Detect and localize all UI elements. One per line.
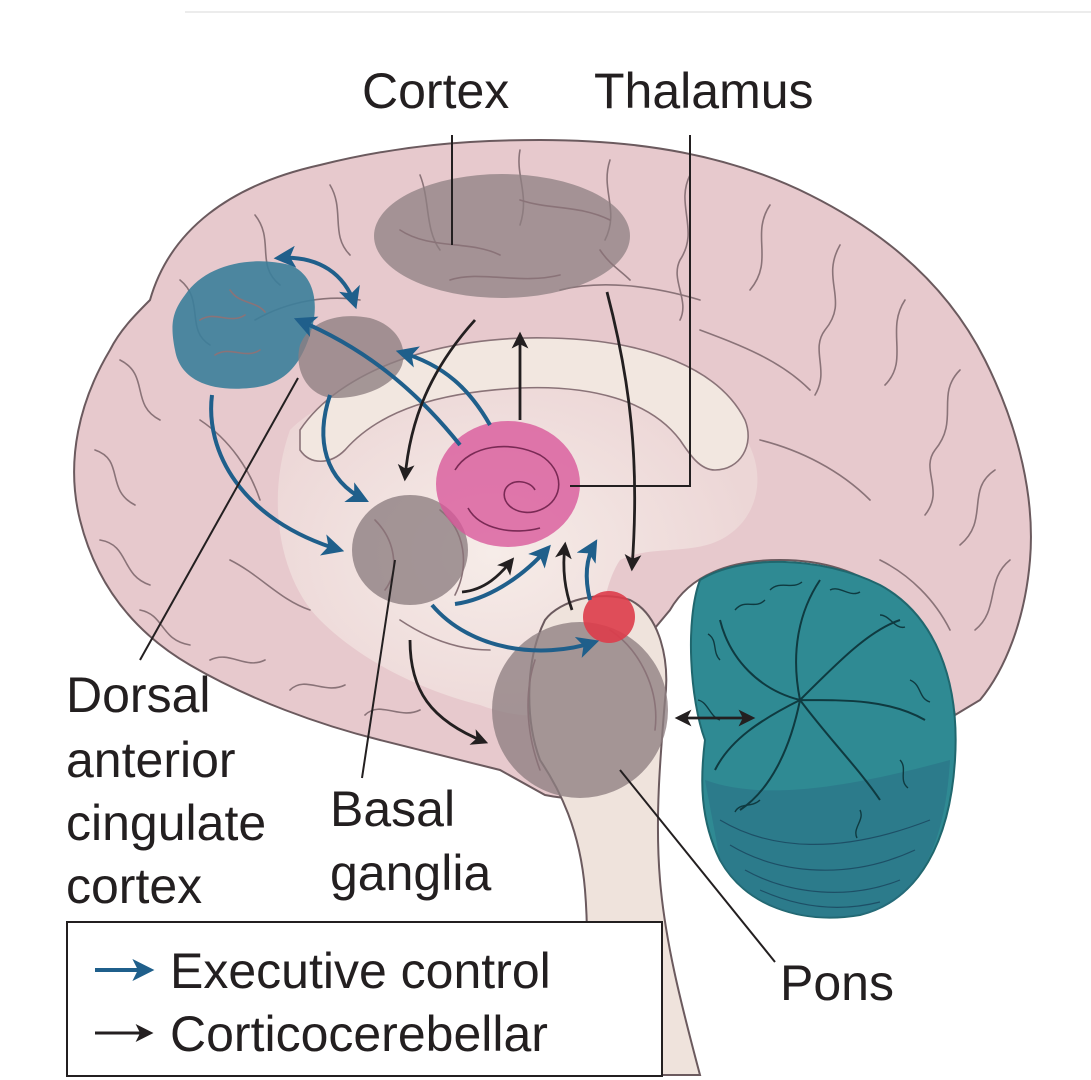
basal-ganglia-region: [352, 495, 468, 605]
cortex-region-folds: [399, 199, 631, 281]
cortex-label: Cortex: [362, 63, 509, 119]
prefrontal-folds: [199, 289, 266, 356]
executive-arrows: [209, 245, 600, 658]
cerebellum: [689, 560, 957, 919]
thalamus-label: Thalamus: [594, 63, 814, 119]
corpus-callosum: [299, 337, 749, 471]
legend-box: [66, 921, 663, 1077]
dacc-label-line-4: cortex: [66, 858, 202, 914]
corticocerebellar-arrows: [397, 291, 756, 745]
pons-label: Pons: [780, 955, 894, 1011]
legend-executive-label: Executive control: [170, 943, 551, 999]
basal-ganglia-label-line-1: Basal: [330, 781, 455, 837]
thalamus-region: [436, 421, 580, 547]
dacc-label-line-3: cingulate: [66, 795, 266, 851]
cortex-region: [374, 174, 630, 298]
legend-corticocerebellar-label: Corticocerebellar: [170, 1006, 548, 1062]
leader-lines: [139, 135, 776, 963]
red-node: [583, 591, 635, 643]
basal-ganglia-label-line-2: ganglia: [330, 845, 491, 901]
dacc-region: [298, 316, 404, 398]
pons-region: [492, 622, 668, 798]
dacc-label-line-1: Dorsal: [66, 667, 210, 723]
legend: Executive control Corticocerebellar: [66, 921, 663, 1077]
dacc-label-line-2: anterior: [66, 732, 236, 788]
thalamus-folds: [454, 445, 560, 532]
